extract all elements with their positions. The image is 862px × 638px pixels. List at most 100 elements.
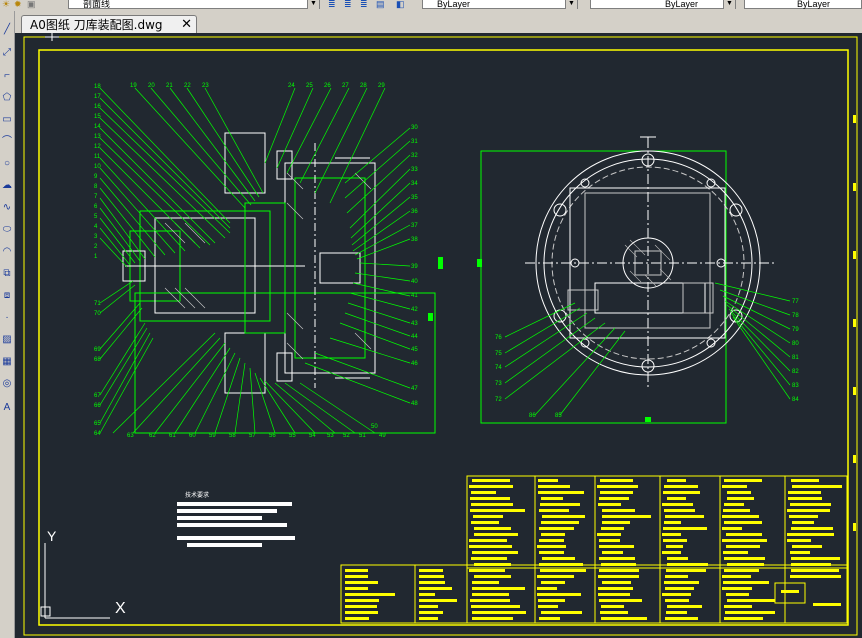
- bom-cell: [666, 545, 683, 548]
- multiline-text-icon[interactable]: A: [3, 402, 11, 413]
- layer-previous-icon[interactable]: ≣: [344, 0, 352, 9]
- bom-cell: [469, 485, 513, 488]
- bom-cell: [722, 485, 747, 488]
- bom-cell: [726, 593, 749, 596]
- ellipse-arc-icon[interactable]: ◠: [2, 246, 12, 257]
- balloon-70: 70: [94, 311, 101, 317]
- balloon-69: 69: [94, 347, 101, 353]
- balloon-39: 39: [411, 264, 418, 270]
- layer-states-icon[interactable]: ◧: [396, 0, 405, 9]
- bom-cell: [471, 605, 520, 608]
- balloon-47: 47: [411, 386, 418, 392]
- balloon-19: 19: [130, 83, 137, 89]
- gradient-icon[interactable]: ▦: [2, 356, 12, 367]
- balloon-76: 76: [495, 335, 502, 341]
- balloon-9: 9: [94, 174, 98, 180]
- view-markers: [428, 257, 651, 422]
- bom-cell: [599, 539, 620, 542]
- bom-cell: [602, 515, 651, 518]
- hatch-icon[interactable]: ▨: [2, 334, 12, 345]
- insert-block-icon[interactable]: ⧉: [3, 268, 11, 279]
- layer-off-icon[interactable]: ▤: [376, 0, 385, 9]
- balloon-50: 50: [371, 424, 378, 430]
- bom-cell: [471, 521, 499, 524]
- right-edge-marks: [853, 115, 856, 531]
- chevron-down-icon[interactable]: ▼: [565, 0, 577, 9]
- rectangle-icon[interactable]: ▭: [2, 114, 12, 125]
- bom-cell: [419, 575, 444, 578]
- bom-cell: [722, 539, 767, 542]
- chevron-down-icon[interactable]: ▼: [723, 0, 735, 9]
- color-dropdown[interactable]: ByLayer ▼: [422, 0, 578, 9]
- bom-cell: [473, 515, 503, 518]
- balloon-58: 58: [229, 433, 236, 439]
- spline-icon[interactable]: ∿: [2, 202, 12, 213]
- bom-cell: [727, 497, 754, 500]
- parts-list-table: [340, 475, 848, 624]
- bom-cell: [664, 521, 681, 524]
- bom-cell: [599, 569, 639, 572]
- linetype-dropdown[interactable]: ByLayer ▼: [590, 0, 736, 9]
- balloon-72: 72: [495, 397, 502, 403]
- bom-cell: [724, 479, 762, 482]
- polyline-icon[interactable]: ⌐: [4, 70, 10, 81]
- balloon-55: 55: [289, 433, 296, 439]
- arc-icon[interactable]: ⌒: [2, 136, 12, 147]
- linetype-dropdown-value: ByLayer: [665, 0, 699, 9]
- balloon-18: 18: [94, 84, 101, 90]
- balloon-66: 66: [94, 403, 101, 409]
- leader-lines: [99, 87, 411, 434]
- bom-cell: [667, 563, 708, 566]
- bom-cell: [788, 491, 821, 494]
- layer-bulb-icon[interactable]: ☀: [2, 0, 11, 9]
- construction-line-icon[interactable]: ⤢: [3, 47, 11, 58]
- bom-cell: [419, 611, 443, 614]
- balloon-53: 53: [327, 433, 334, 439]
- ucs-x-label: X: [115, 600, 126, 617]
- balloon-29: 29: [378, 83, 385, 89]
- tab-drawing[interactable]: A0图纸 刀库装配图.dwg ✕: [21, 15, 197, 33]
- region-icon[interactable]: ◎: [2, 378, 12, 389]
- balloon-25: 25: [306, 83, 313, 89]
- bom-cell: [470, 509, 525, 512]
- close-icon[interactable]: ✕: [181, 16, 192, 31]
- bom-cell: [601, 563, 636, 566]
- bom-cell: [599, 599, 642, 602]
- bom-cell: [602, 551, 623, 554]
- bom-cell: [664, 581, 699, 584]
- bom-rows: [345, 479, 842, 620]
- balloon-5: 5: [94, 214, 98, 220]
- lineweight-dropdown[interactable]: ByLayer: [744, 0, 862, 9]
- balloon-78: 78: [792, 313, 799, 319]
- circle-icon[interactable]: ○: [3, 158, 11, 169]
- make-block-icon[interactable]: ⧈: [3, 290, 11, 301]
- bom-cell: [539, 539, 564, 542]
- bom-cell: [792, 521, 814, 524]
- ellipse-icon[interactable]: ⬭: [2, 224, 12, 235]
- layer-freeze-icon[interactable]: ✹: [14, 0, 22, 9]
- bom-cell: [538, 479, 558, 482]
- layer-match-icon[interactable]: ≣: [328, 0, 336, 9]
- balloon-59: 59: [209, 433, 216, 439]
- layer-lock-icon[interactable]: ▣: [27, 0, 36, 9]
- line-icon[interactable]: ╱: [3, 24, 11, 35]
- balloon-43: 43: [411, 321, 418, 327]
- point-icon[interactable]: ·: [5, 312, 9, 323]
- layer-isolate-icon[interactable]: ≣: [360, 0, 368, 9]
- polygon-icon[interactable]: ⬠: [2, 92, 12, 103]
- bom-cell: [537, 593, 581, 596]
- balloon-27: 27: [342, 83, 349, 89]
- bom-cell: [789, 515, 818, 518]
- drawing-canvas[interactable]: 18 17 16 15 14 13 12 11 10 9 8 7 6 5 4 3…: [15, 33, 862, 638]
- balloon-45: 45: [411, 347, 418, 353]
- chevron-down-icon[interactable]: ▼: [307, 0, 319, 9]
- bom-cell: [724, 569, 759, 572]
- bom-cell: [537, 587, 557, 590]
- layer-dropdown[interactable]: 剖面线 ▼: [68, 0, 320, 9]
- bom-cell: [724, 521, 762, 524]
- revision-cloud-icon[interactable]: ☁: [2, 180, 12, 191]
- balloon-57: 57: [249, 433, 256, 439]
- bom-cell: [345, 587, 368, 590]
- bom-cell: [663, 539, 687, 542]
- bom-cell: [472, 593, 509, 596]
